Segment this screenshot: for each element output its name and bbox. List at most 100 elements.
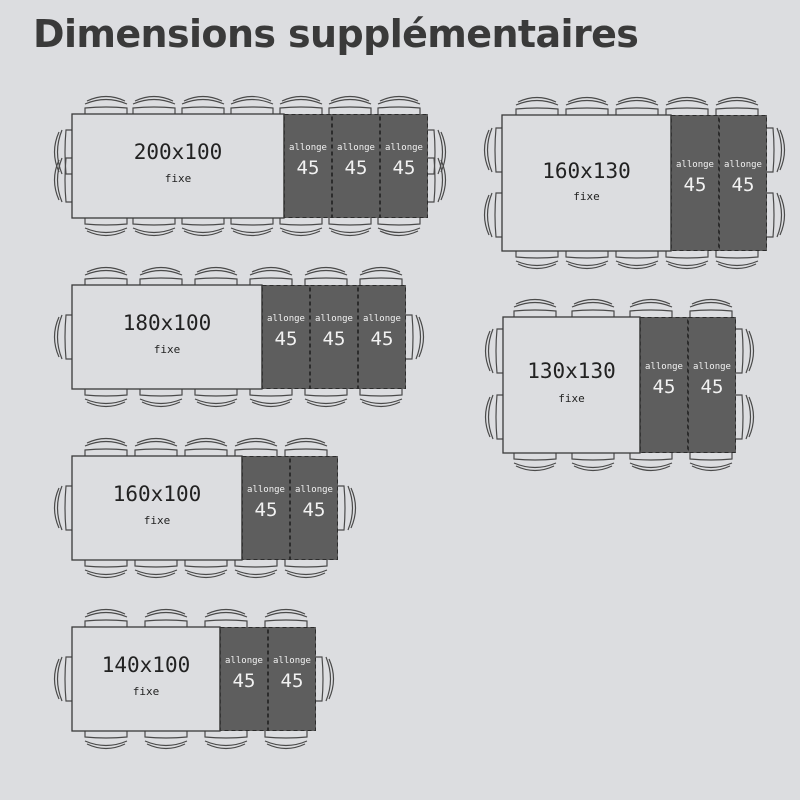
table-fixed-label: fixe <box>573 190 600 203</box>
extension-length: 45 <box>345 157 368 179</box>
extension-length: 45 <box>255 499 278 521</box>
table-fixed-part <box>71 284 263 390</box>
chair-icon <box>84 266 128 285</box>
chair-icon <box>144 608 188 627</box>
chair-icon <box>134 560 178 579</box>
chair-icon <box>428 157 447 203</box>
extension-length: 45 <box>653 376 676 398</box>
chair-icon <box>483 192 502 238</box>
extension-leaf-outline <box>640 317 688 453</box>
extension-leaf-outline <box>332 114 380 218</box>
chair-icon <box>328 95 372 114</box>
chair-icon <box>84 608 128 627</box>
table-size-label: 160x100 <box>113 482 202 506</box>
extension-label: allonge <box>295 485 333 495</box>
extension-leaf-shape <box>640 317 688 453</box>
extension-label: allonge <box>315 314 353 324</box>
extension-label: allonge <box>693 362 731 372</box>
table-size-label: 140x100 <box>102 653 191 677</box>
chair-icon <box>234 560 278 579</box>
table-fixed-label: fixe <box>558 392 585 405</box>
extension-leaf-outline <box>290 456 338 560</box>
chair-icon <box>629 453 673 472</box>
extension-label: allonge <box>645 362 683 372</box>
table-fixed-label: fixe <box>144 514 171 527</box>
chair-icon <box>132 218 176 237</box>
chair-icon <box>53 314 72 360</box>
extension-leaf-shape <box>242 456 290 560</box>
chair-icon <box>316 656 335 702</box>
extension-leaf-shape <box>310 285 358 389</box>
extension-label: allonge <box>225 656 263 666</box>
chair-icon <box>304 266 348 285</box>
chair-icon <box>338 485 357 531</box>
chair-icon <box>377 95 421 114</box>
chair-icon <box>406 314 425 360</box>
table-fixed-part <box>71 113 285 219</box>
chair-icon <box>184 560 228 579</box>
table-fixed-part <box>71 626 221 732</box>
extension-leaf-outline <box>719 115 767 251</box>
chair-icon <box>134 437 178 456</box>
table-size-label: 130x130 <box>527 359 616 383</box>
table-fixed-label: fixe <box>165 172 192 185</box>
chair-icon <box>194 389 238 408</box>
extension-leaf-outline <box>268 627 316 731</box>
chair-icon <box>484 394 503 440</box>
chair-icon <box>144 731 188 750</box>
table-size-label: 200x100 <box>134 140 223 164</box>
extension-length: 45 <box>701 376 724 398</box>
chair-icon <box>736 394 755 440</box>
chair-icon <box>230 95 274 114</box>
extension-label: allonge <box>676 160 714 170</box>
chair-icon <box>53 656 72 702</box>
chair-icon <box>515 96 559 115</box>
chair-icon <box>689 298 733 317</box>
chair-icon <box>513 298 557 317</box>
table-size-label: 180x100 <box>123 311 212 335</box>
chair-icon <box>279 95 323 114</box>
chair-icon <box>181 95 225 114</box>
extension-leaf-shape <box>719 115 767 251</box>
extension-label: allonge <box>247 485 285 495</box>
extension-leaf-shape <box>688 317 736 453</box>
chair-icon <box>84 218 128 237</box>
extension-leaf-shape <box>290 456 338 560</box>
extension-leaf: allonge 45 <box>671 115 719 251</box>
extension-length: 45 <box>323 328 346 350</box>
extension-length: 45 <box>684 174 707 196</box>
extension-leaf-outline <box>242 456 290 560</box>
chair-icon <box>204 731 248 750</box>
chair-icon <box>53 485 72 531</box>
chair-icon <box>204 608 248 627</box>
chair-icon <box>304 389 348 408</box>
extension-leaf-outline <box>671 115 719 251</box>
table-fixed-label: fixe <box>133 685 160 698</box>
chair-icon <box>234 437 278 456</box>
chair-icon <box>565 96 609 115</box>
extension-leaf-outline <box>380 114 428 218</box>
extension-label: allonge <box>385 143 423 153</box>
table-size-label: 160x130 <box>542 159 631 183</box>
extension-leaf: allonge 45 <box>640 317 688 453</box>
chair-icon <box>689 453 733 472</box>
chair-icon <box>328 218 372 237</box>
extension-label: allonge <box>724 160 762 170</box>
extension-label: allonge <box>273 656 311 666</box>
table-fixed-part <box>71 455 243 561</box>
chair-icon <box>483 127 502 173</box>
extension-leaf-shape <box>380 114 428 218</box>
chair-icon <box>53 129 72 175</box>
chair-icon <box>249 389 293 408</box>
chair-icon <box>184 437 228 456</box>
extension-leaf-shape <box>671 115 719 251</box>
